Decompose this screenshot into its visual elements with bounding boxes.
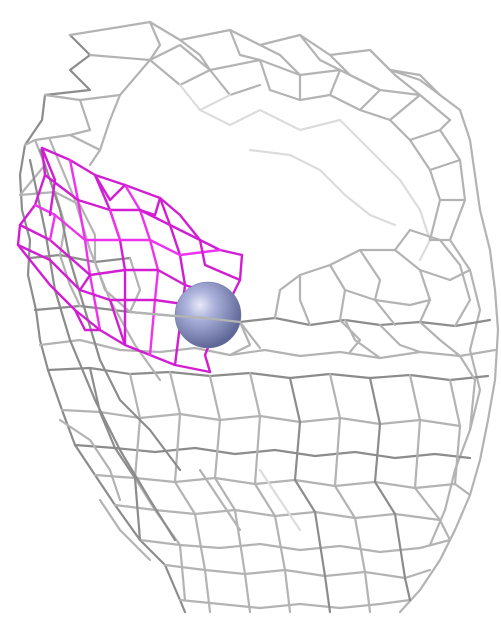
grey-wireframe-cage [20, 22, 498, 612]
ion-sphere [175, 282, 241, 348]
